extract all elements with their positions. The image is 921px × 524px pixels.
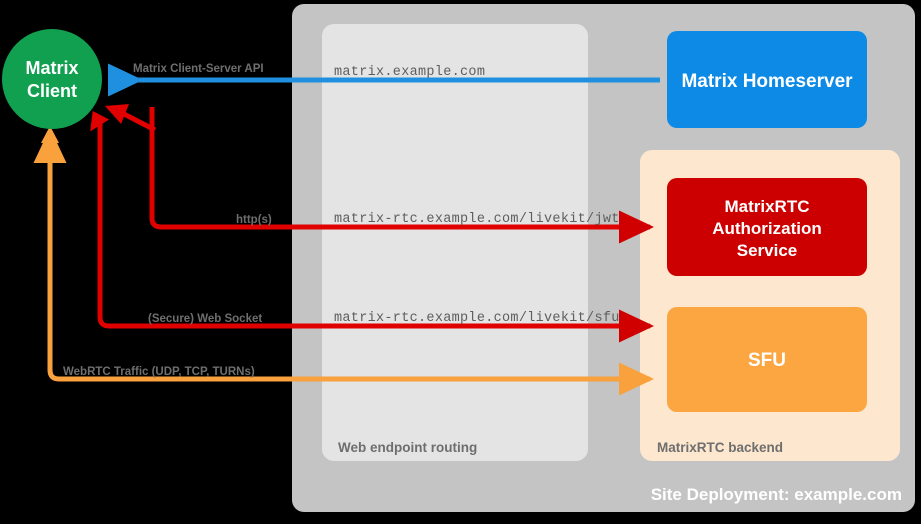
auth-service-label-line1: MatrixRTC [724,197,809,216]
matrix-homeserver-box[interactable] [667,31,867,128]
auth-service-label-line2: Authorization [712,219,822,238]
connection-matrix-client-server-api: Matrix Client-Server API [107,63,660,97]
matrix-client-circle[interactable] [2,29,102,129]
connection-websocket: (Secure) Web Socket [90,111,655,343]
connection-https: http(s) [105,104,655,244]
matrix-homeserver-label: Matrix Homeserver [681,71,853,92]
websocket-client-arrowhead [90,111,110,132]
node-matrix-homeserver[interactable]: Matrix Homeserver [667,31,867,128]
site-deployment-label: Site Deployment: example.com [651,485,902,504]
https-diagonal-segment [120,110,157,133]
webrtc-traffic-line [47,135,655,396]
matrixrtc-backend-label: MatrixRTC backend [657,440,783,455]
endpoint-livekit-sfu: matrix-rtc.example.com/livekit/sfu [334,311,620,326]
endpoint-livekit-jwt: matrix-rtc.example.com/livekit/jwt [334,212,620,227]
sfu-box[interactable] [667,307,867,412]
node-sfu[interactable]: SFU [667,307,867,412]
matrix-client-label-line1: Matrix [25,58,78,78]
web-endpoint-routing-label: Web endpoint routing [338,440,477,455]
websocket-line [97,120,655,343]
webrtc-client-arrowhead [41,126,59,143]
node-matrix-client[interactable]: Matrix Client [2,29,102,129]
auth-service-label-line3: Service [737,241,798,260]
matrixrtc-auth-service-box[interactable] [667,178,867,276]
webrtc-traffic-label: WebRTC Traffic (UDP, TCP, TURNs) [63,366,255,378]
node-matrixrtc-auth-service[interactable]: MatrixRTC Authorization Service [667,178,867,276]
connection-webrtc-traffic: WebRTC Traffic (UDP, TCP, TURNs) [33,126,655,396]
matrix-client-label-line2: Client [27,81,77,101]
endpoint-matrix-example-com: matrix.example.com [334,65,485,80]
sfu-label: SFU [748,350,786,371]
https-line [149,107,655,244]
group-web-endpoint-routing: Web endpoint routing [322,24,588,461]
https-client-arrowhead [105,104,129,124]
matrix-api-label: Matrix Client-Server API [133,63,264,75]
https-label: http(s) [236,214,272,226]
websocket-label: (Secure) Web Socket [148,313,262,325]
web-endpoint-routing-panel [322,24,588,461]
